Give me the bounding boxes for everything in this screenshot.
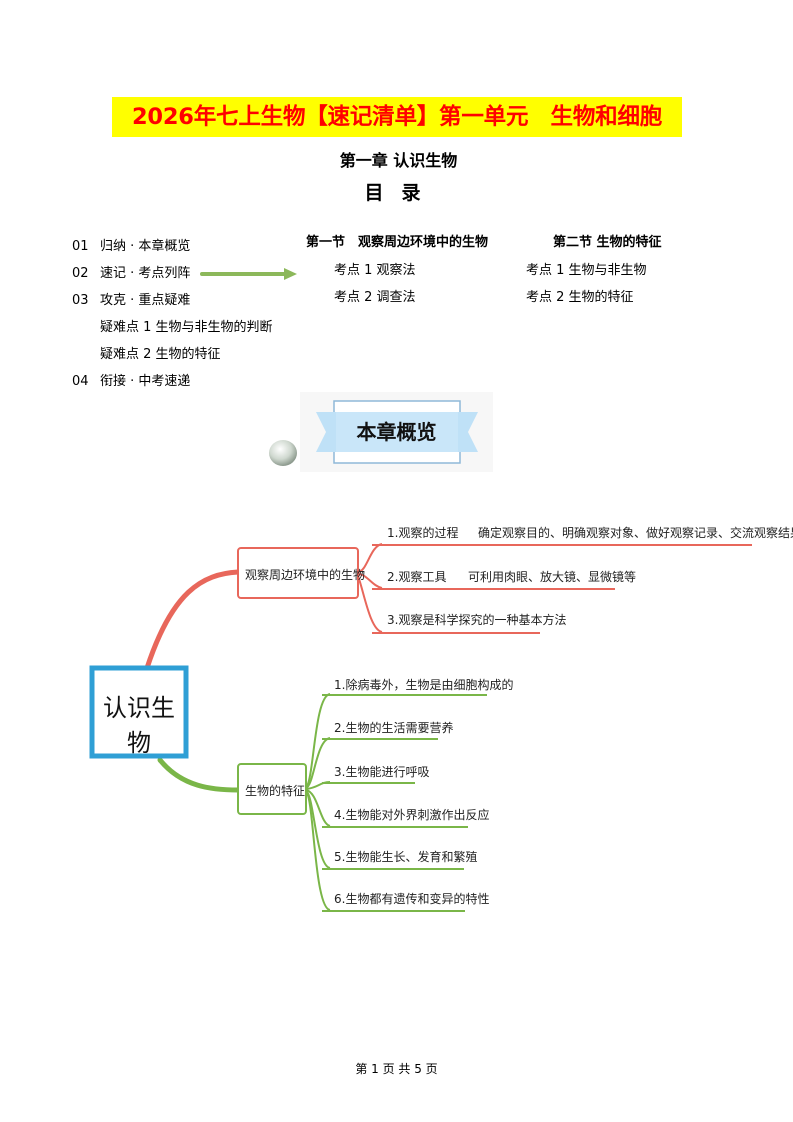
toc-item-5: 疑难点 2 生物的特征 (100, 346, 221, 364)
toc-label: 攻克 · 重点疑难 (100, 293, 191, 308)
chapter-title: 第一章 认识生物 (339, 151, 458, 170)
mindmap-panel (72, 482, 772, 944)
mindmap-root: 认识生物 (103, 694, 175, 757)
page-title: 2026年七上生物【速记清单】第一单元 生物和细胞 (131, 104, 663, 130)
branch-2-item-3: 3.生物能进行呼吸 (334, 765, 430, 779)
section-1-title: 第一节 观察周边环境中的生物 (306, 235, 489, 250)
section-2-point-2: 考点 2 生物的特征 (526, 290, 634, 305)
toc-item-1: 01 归纳 · 本章概览 (72, 238, 190, 256)
branch-1-item-2: 2.观察工具 (387, 570, 447, 584)
branch-2-item-5: 5.生物能生长、发育和繁殖 (334, 850, 478, 864)
section-2-point-1: 考点 1 生物与非生物 (526, 263, 647, 278)
branch-1-item-1-detail: 确定观察目的、明确观察对象、做好观察记录、交流观察结果 (478, 526, 793, 540)
toc-num: 02 (72, 266, 89, 281)
bullet-ball-icon (269, 440, 297, 466)
section-1-point-1: 考点 1 观察法 (334, 263, 416, 278)
branch-2-label: 生物的特征 (245, 784, 306, 798)
toc-num: 04 (72, 374, 89, 389)
toc-item-2: 02 速记 · 考点列阵 (72, 265, 190, 283)
toc-label: 疑难点 1 生物与非生物的判断 (100, 320, 273, 335)
arrow-right-icon (200, 268, 297, 280)
branch-1-label: 观察周边环境中的生物 (245, 568, 366, 582)
toc-item-6: 04 衔接 · 中考速递 (72, 373, 190, 391)
toc-label: 速记 · 考点列阵 (100, 266, 191, 281)
section-1-point-2: 考点 2 调查法 (334, 290, 416, 305)
toc-num: 01 (72, 239, 89, 254)
branch-1-item-2-detail: 可利用肉眼、放大镜、显微镜等 (468, 570, 637, 584)
toc-num: 03 (72, 293, 89, 308)
branch-1-item-3: 3.观察是科学探究的一种基本方法 (387, 613, 567, 627)
mindmap-connectors (89, 543, 752, 912)
contents-heading: 目录 (364, 182, 439, 204)
branch-1-item-1: 1.观察的过程 (387, 526, 459, 540)
branch-2-item-2: 2.生物的生活需要营养 (334, 721, 454, 735)
branch-2-item-6: 6.生物都有遗传和变异的特性 (334, 892, 490, 906)
toc-label: 疑难点 2 生物的特征 (100, 347, 221, 362)
section-2-title: 第二节 生物的特征 (553, 235, 662, 250)
branch-2-item-1: 1.除病毒外，生物是由细胞构成的 (334, 678, 514, 692)
toc-item-3: 03 攻克 · 重点疑难 (72, 292, 190, 310)
title-highlight (112, 97, 682, 137)
toc-item-4: 疑难点 1 生物与非生物的判断 (100, 319, 273, 337)
toc-label: 归纳 · 本章概览 (100, 239, 191, 254)
page-number: 第 1 页 共 5 页 (355, 1062, 438, 1076)
banner-label: 本章概览 (356, 420, 437, 444)
toc-label: 衔接 · 中考速递 (100, 374, 191, 389)
branch-2-item-4: 4.生物能对外界刺激作出反应 (334, 808, 490, 822)
banner-ribbon (316, 400, 478, 464)
